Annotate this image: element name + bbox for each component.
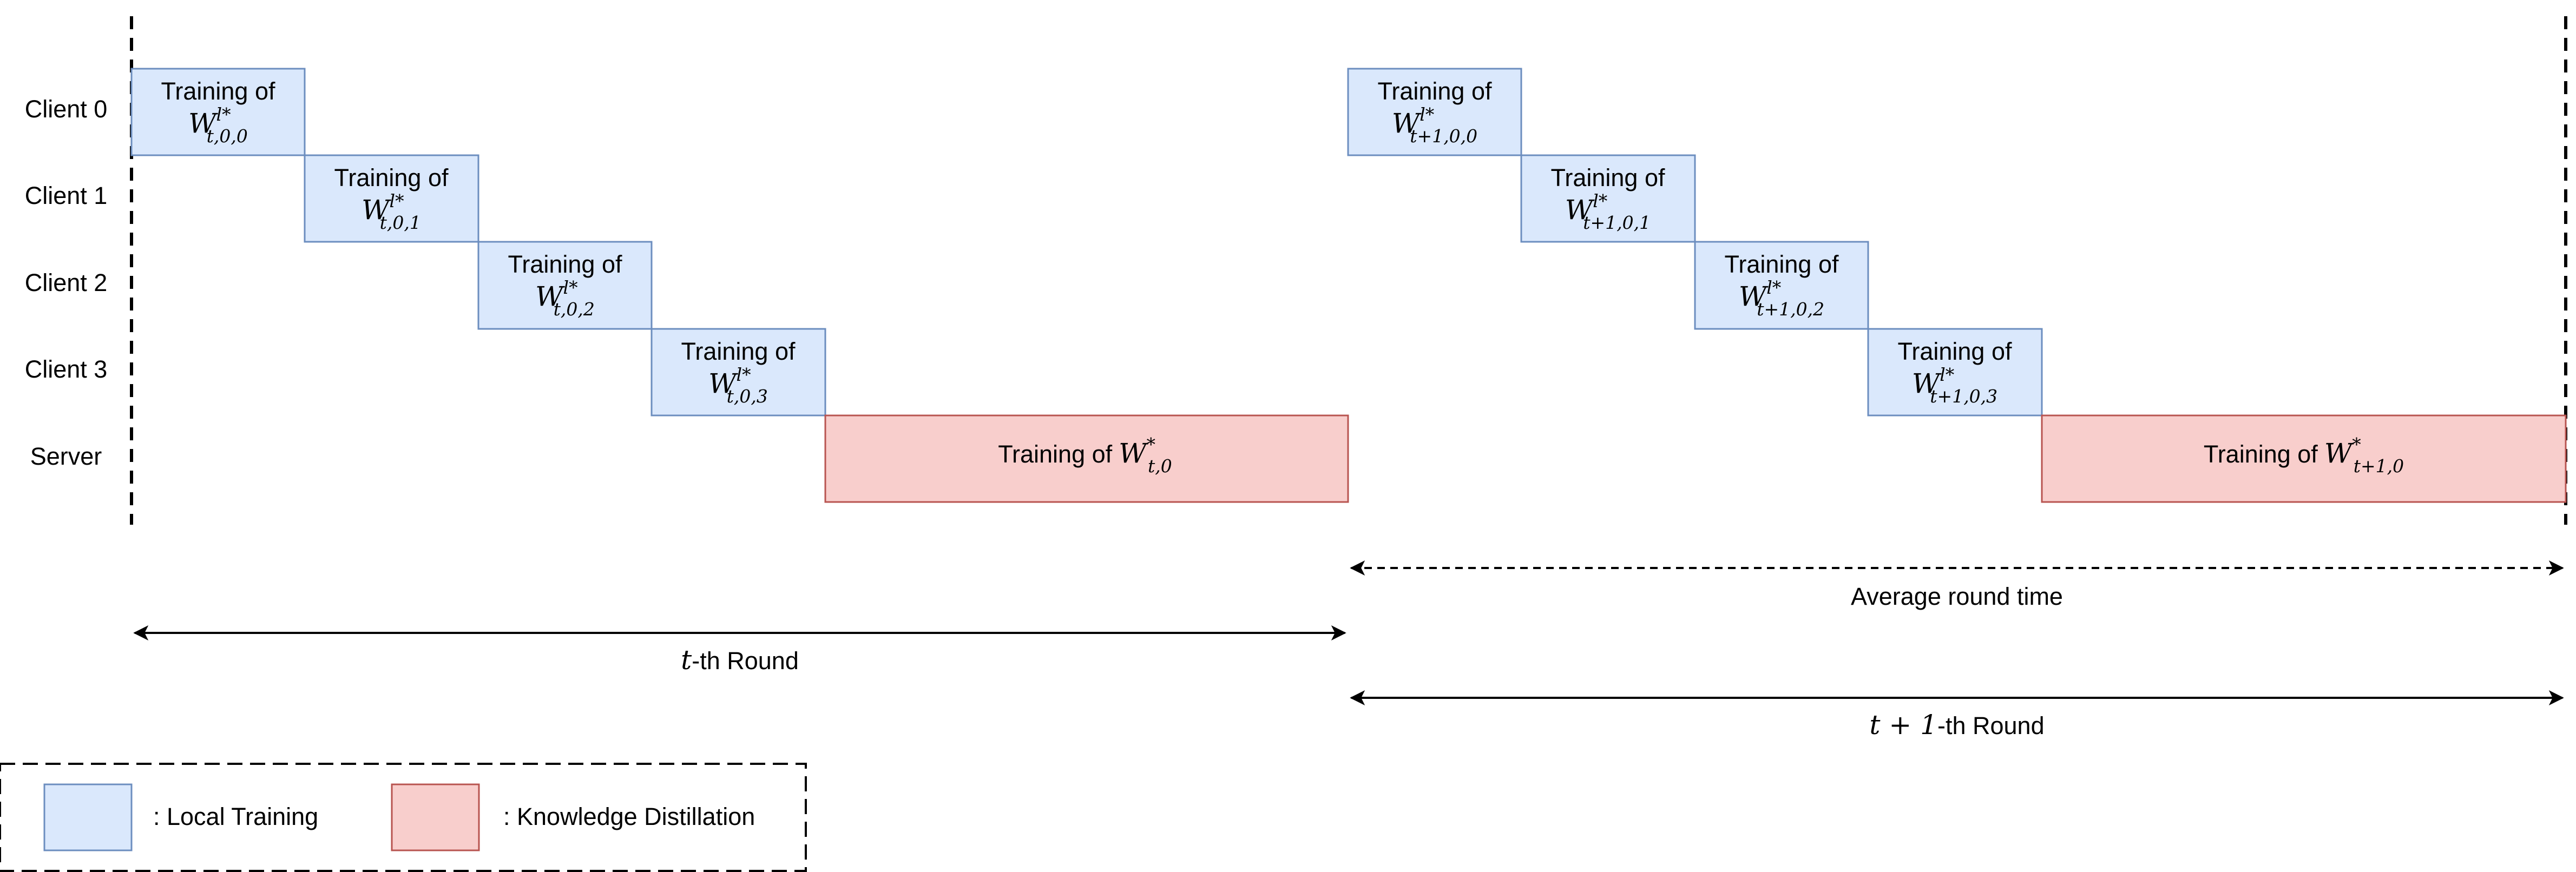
legend-label-knowledge-distillation: : Knowledge Distillation [503, 803, 755, 830]
block-title: Training of [1551, 164, 1665, 191]
round-t-span: t-th Round [133, 625, 1346, 676]
round-2-blocks: Training of Wl*t+1,0,0 Training of Wl*t+… [1347, 68, 2567, 503]
row-label-client-0: Client 0 [25, 95, 108, 123]
weight-symbol: Wl*t+1,0,0 [1392, 104, 1477, 147]
block-title: Training of [1725, 250, 1839, 278]
block-title: Training of [334, 164, 449, 191]
block-title: Training of [508, 250, 622, 278]
weight-symbol: Wl*t+1,0,1 [1565, 190, 1651, 233]
round-t-plus-1-label: t + 1-th Round [1869, 709, 2044, 741]
block-client-2-round-1: Training of Wl*t,0,2 [477, 241, 653, 330]
average-round-time: Average round time [1350, 560, 2564, 610]
block-title: Training of [681, 338, 796, 365]
block-client-1-round-2: Training of Wl*t+1,0,1 [1520, 154, 1696, 243]
block-client-0-round-2: Training of Wl*t+1,0,0 [1347, 68, 1522, 156]
block-title: Training of [161, 77, 275, 105]
row-label-client-1: Client 1 [25, 182, 108, 209]
block-client-1-round-1: Training of Wl*t,0,1 [304, 154, 479, 243]
weight-symbol: Wl*t,0,3 [708, 364, 768, 407]
row-label-server: Server [30, 442, 102, 470]
row-labels: Client 0 Client 1 Client 2 Client 3 Serv… [25, 95, 108, 470]
weight-symbol: Wl*t,0,1 [362, 190, 421, 233]
weight-symbol: Wl*t,0,2 [535, 277, 595, 320]
weight-symbol: Wl*t+1,0,2 [1739, 277, 1824, 320]
legend: : Local Training : Knowledge Distillatio… [0, 763, 807, 872]
block-title: Training of [1898, 338, 2012, 365]
weight-symbol: Wl*t+1,0,3 [1912, 364, 1997, 407]
round-1-blocks: Training of Wl*t,0,0 Training of Wl*t,0,… [130, 68, 1349, 503]
legend-label-local-training: : Local Training [153, 803, 318, 830]
block-client-3-round-1: Training of Wl*t,0,3 [650, 328, 826, 417]
block-client-3-round-2: Training of Wl*t+1,0,3 [1867, 328, 2043, 417]
round-t-plus-1-span: t + 1-th Round [1350, 690, 2564, 741]
row-label-client-2: Client 2 [25, 269, 108, 296]
average-round-time-label: Average round time [1851, 583, 2063, 610]
block-title: Training of [1378, 77, 1492, 105]
block-client-0-round-1: Training of Wl*t,0,0 [130, 68, 306, 156]
block-client-2-round-2: Training of Wl*t+1,0,2 [1694, 241, 1869, 330]
round-t-label: t-th Round [681, 644, 799, 676]
legend-swatch-local-training [43, 783, 133, 851]
row-label-client-3: Client 3 [25, 355, 108, 383]
weight-symbol: Wl*t,0,0 [188, 104, 248, 147]
legend-swatch-knowledge-distillation [391, 783, 480, 851]
